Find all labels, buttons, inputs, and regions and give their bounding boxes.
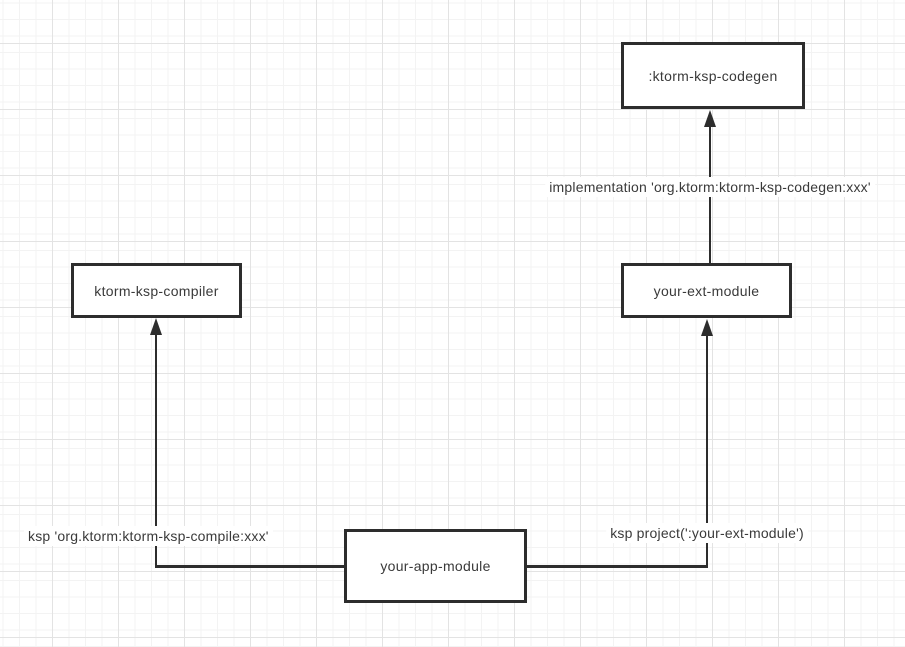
edge-app-to-compiler-line-vertical [154,331,157,567]
arrow-up-icon [703,110,716,127]
edge-label-ksp-project: ksp project(':your-ext-module') [606,523,808,543]
edge-app-to-compiler-line-horizontal [155,565,345,568]
arrow-up-icon [700,319,713,336]
edge-label-ksp-compile: ksp 'org.ktorm:ktorm-ksp-compile:xxx' [24,526,273,546]
edge-app-to-ext-line-vertical [705,332,708,567]
node-ktorm-ksp-compiler: ktorm-ksp-compiler [71,263,242,318]
node-ktorm-ksp-codegen: :ktorm-ksp-codegen [621,42,805,109]
node-your-ext-module: your-ext-module [621,263,792,318]
edge-label-implementation-codegen: implementation 'org.ktorm:ktorm-ksp-code… [545,177,875,197]
arrow-up-icon [149,318,162,335]
node-your-app-module: your-app-module [344,529,527,603]
edge-app-to-ext-line-horizontal [527,565,708,568]
